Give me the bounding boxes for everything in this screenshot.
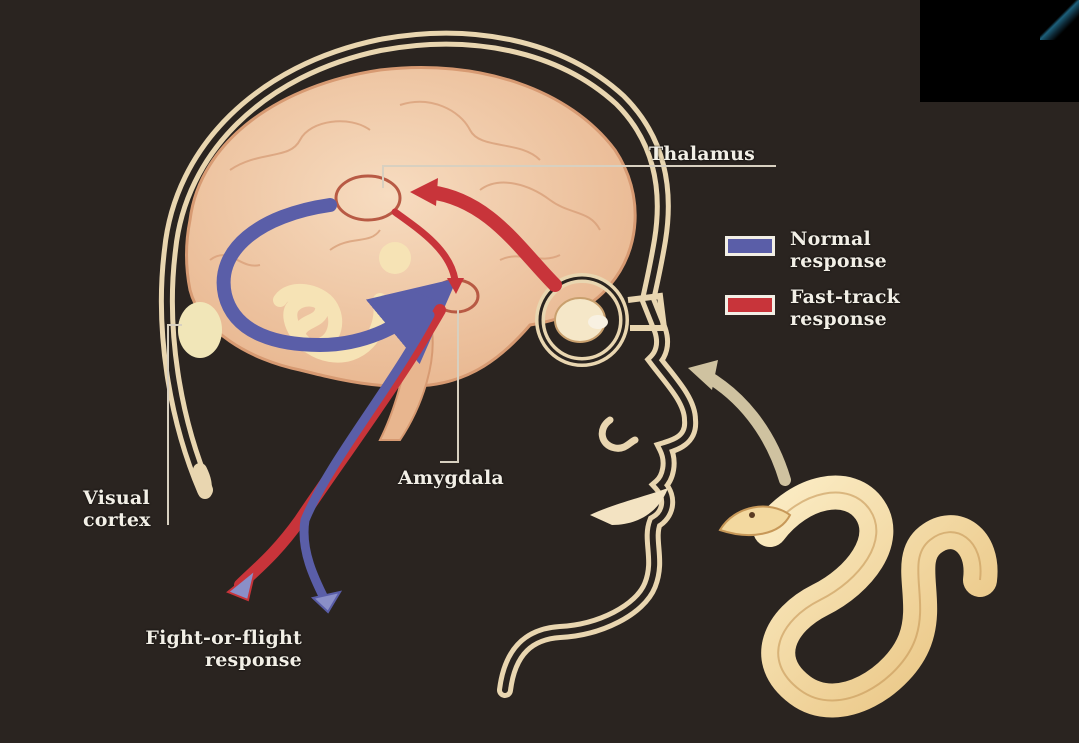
corner-accent (1040, 0, 1079, 40)
label-fight-or-flight: Fight-or-flight response (145, 627, 302, 671)
legend-label-normal: Normal response (790, 228, 887, 272)
label-thalamus: Thalamus (649, 143, 755, 165)
stimulus-arrow (705, 375, 785, 480)
legend-swatch-normal (725, 236, 775, 256)
legend-swatch-fast-track (725, 295, 775, 315)
label-amygdala: Amygdala (398, 467, 504, 489)
label-visual-cortex: Visual cortex (83, 487, 151, 531)
legend-label-fast-track: Fast-track response (790, 286, 900, 330)
nostril (602, 420, 635, 448)
neck-outline (200, 470, 205, 492)
visual-cortex-area (178, 302, 222, 358)
